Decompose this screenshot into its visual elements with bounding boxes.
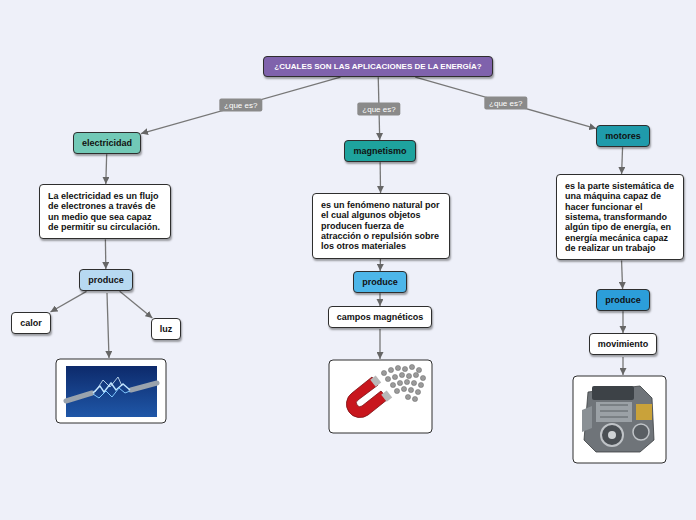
connector — [120, 291, 153, 318]
node-text: campos magnéticos — [337, 312, 424, 322]
node-text: produce — [605, 295, 641, 305]
node-text: produce — [362, 277, 398, 287]
engine-picture — [573, 376, 666, 463]
connector — [415, 77, 596, 128]
node-text: produce — [88, 275, 124, 285]
connector — [622, 260, 623, 289]
magnet-picture — [329, 360, 432, 433]
node-text: luz — [160, 324, 173, 334]
node-text: ¿CUALES SON LAS APLICACIONES DE LA ENERG… — [274, 62, 481, 71]
leader-line — [379, 329, 380, 359]
produce-box: produce — [79, 269, 133, 291]
node-text: La electricidad es un flujo de electrone… — [48, 191, 162, 232]
topic-box: magnetismo — [344, 140, 415, 162]
result-box: luz — [151, 318, 182, 340]
connector — [622, 311, 623, 333]
topic-box: motores — [596, 125, 650, 147]
node-text: movimiento — [598, 339, 649, 349]
definition-box: La electricidad es un flujo de electrone… — [39, 184, 171, 239]
connector — [141, 77, 340, 133]
connector — [50, 291, 86, 312]
connector-label: ¿que es? — [219, 99, 262, 112]
node-text: electricidad — [82, 138, 132, 148]
root-box: ¿CUALES SON LAS APLICACIONES DE LA ENERG… — [263, 56, 492, 77]
produce-box: produce — [353, 271, 407, 293]
node-text: calor — [20, 318, 42, 328]
connector — [380, 259, 382, 271]
connector-label: ¿que es? — [484, 96, 527, 109]
node-text: motores — [605, 131, 641, 141]
leader-line — [622, 357, 623, 375]
connector — [621, 147, 623, 174]
connector — [379, 293, 380, 306]
connector — [379, 162, 381, 193]
connector — [105, 154, 107, 184]
definition-box: es un fenómeno natural por el cual algun… — [312, 193, 450, 259]
result-box: calor — [11, 312, 51, 334]
result-box: campos magnéticos — [328, 306, 433, 328]
topic-box: electricidad — [73, 132, 141, 154]
definition-box: es la parte sistemática de una máquina c… — [556, 174, 684, 260]
connector-label: ¿que es? — [357, 102, 400, 115]
node-text: es un fenómeno natural por el cual algun… — [321, 200, 441, 252]
leader-line — [107, 293, 109, 358]
produce-box: produce — [596, 289, 650, 311]
electricity-picture — [56, 359, 166, 423]
connector — [105, 239, 107, 269]
node-text: es la parte sistemática de una máquina c… — [565, 181, 675, 253]
result-box: movimiento — [589, 333, 658, 355]
node-text: magnetismo — [353, 146, 406, 156]
